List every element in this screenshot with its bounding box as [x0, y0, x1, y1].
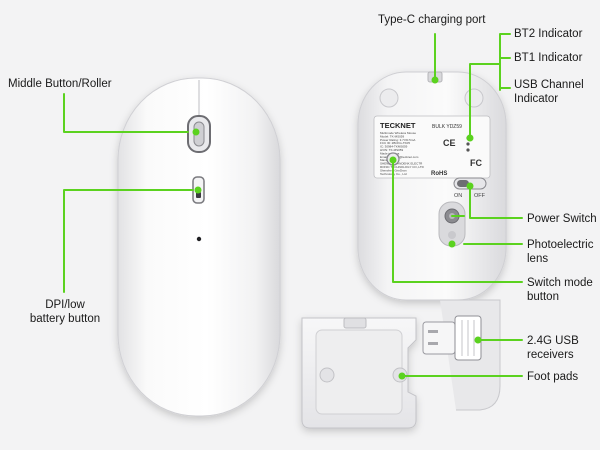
label-rohs: RoHS: [431, 171, 447, 177]
label-dpi-line1: DPI/low: [45, 299, 85, 311]
label-usb-channel-indicator: USB Channel Indicator: [514, 78, 584, 106]
label-dpi-line2: battery button: [29, 313, 101, 325]
label-text-line: IC: 30984-TKMS059: [380, 145, 408, 149]
label-text-line: SHENZHEN ANDENK ELECTR: [380, 162, 423, 166]
callout-dot-dpi: [194, 186, 202, 194]
callout-middle-button: [63, 93, 189, 133]
label-switch-mode-line2: button: [527, 291, 559, 303]
label-usb-channel-line1: USB Channel: [514, 79, 584, 91]
callout-power-switch: [469, 187, 523, 219]
switch-on-label: ON: [454, 193, 462, 199]
callout-dot-middle: [192, 128, 200, 136]
cover-clip: [343, 317, 367, 329]
mouse-top-view: [117, 77, 281, 417]
label-switch-mode-line1: Switch mode: [527, 277, 593, 289]
label-usb-receiver-line2: receivers: [527, 349, 574, 361]
cover-foot-pad-left: [319, 367, 335, 383]
label-power-switch: Power Switch: [527, 213, 597, 225]
label-text-line: Email: support@tecknet.com: [380, 155, 419, 159]
label-dpi-button: DPI/low battery button: [10, 298, 120, 326]
usb-receiver: [422, 315, 482, 361]
label-middle-button: Middle Button/Roller: [8, 78, 112, 90]
callout-dot-usb: [474, 336, 482, 344]
label-text-line: Model: TK-MS059: [380, 134, 404, 138]
usb-indicator-light: [466, 148, 470, 152]
label-ce: CE: [443, 138, 456, 148]
mouse-top-shell: [117, 77, 281, 417]
photoelectric-lens: [438, 201, 466, 247]
label-foot-pads: Foot pads: [527, 371, 579, 383]
label-usb-receivers: 2.4G USB receivers: [527, 334, 579, 362]
bottom-label-sticker: TECKNET BULK YDZ59 Multimode Wireless Mo…: [373, 115, 491, 179]
foot-pad-top-right: [464, 88, 484, 108]
label-bt1-indicator: BT1 Indicator: [514, 52, 583, 64]
label-model: BULK YDZ59: [432, 124, 462, 130]
callout-switch-mode: [392, 159, 523, 283]
label-usb-channel-line2: Indicator: [514, 93, 559, 105]
foot-pad-top-left: [379, 88, 399, 108]
label-switch-mode-button: Switch mode button: [527, 276, 593, 304]
callout-dot-power: [466, 182, 474, 190]
callout-bt2: [499, 33, 511, 91]
label-text-line: RONIC TECHNOLOGY CO.,LTD: [380, 165, 425, 169]
label-photoelectric-lens: Photoelectric lens: [527, 238, 593, 266]
callout-dot-lens: [448, 240, 456, 248]
label-bt2-indicator: BT2 Indicator: [514, 28, 583, 40]
label-type-c-port: Type-C charging port: [378, 14, 486, 26]
callout-lines: [63, 33, 523, 380]
label-usb-receiver-line1: 2.4G USB: [527, 335, 579, 347]
label-brand: TECKNET: [380, 121, 416, 130]
mouse-bottom-view: TECKNET BULK YDZ59 Multimode Wireless Mo…: [357, 71, 507, 301]
callout-dot-foot: [398, 372, 406, 380]
callout-dot-switch: [389, 156, 397, 164]
switch-off-label: OFF: [474, 193, 486, 199]
label-text-line: HVIN: TK-MS059: [380, 148, 403, 152]
callout-dpi: [63, 189, 194, 293]
label-fc: FC: [470, 158, 482, 168]
callout-dot-bt: [466, 134, 474, 142]
label-photo-line2: lens: [527, 253, 549, 265]
label-text-line: Multimode Wireless Mouse: [380, 131, 416, 135]
label-text-line: FCC ID: 2BCKG-TK05: [380, 141, 410, 145]
callout-photo-lens: [451, 215, 523, 245]
label-text-line: Power Rating: 3.7V/0.5mA: [380, 138, 415, 142]
callout-dot-type-c: [431, 76, 439, 84]
label-photo-line1: Photoelectric: [527, 239, 594, 251]
callout-usb-channel: [469, 63, 511, 139]
bt1-indicator-light: [466, 142, 470, 146]
status-led: [196, 236, 202, 242]
battery-indicator-light: [196, 192, 201, 198]
